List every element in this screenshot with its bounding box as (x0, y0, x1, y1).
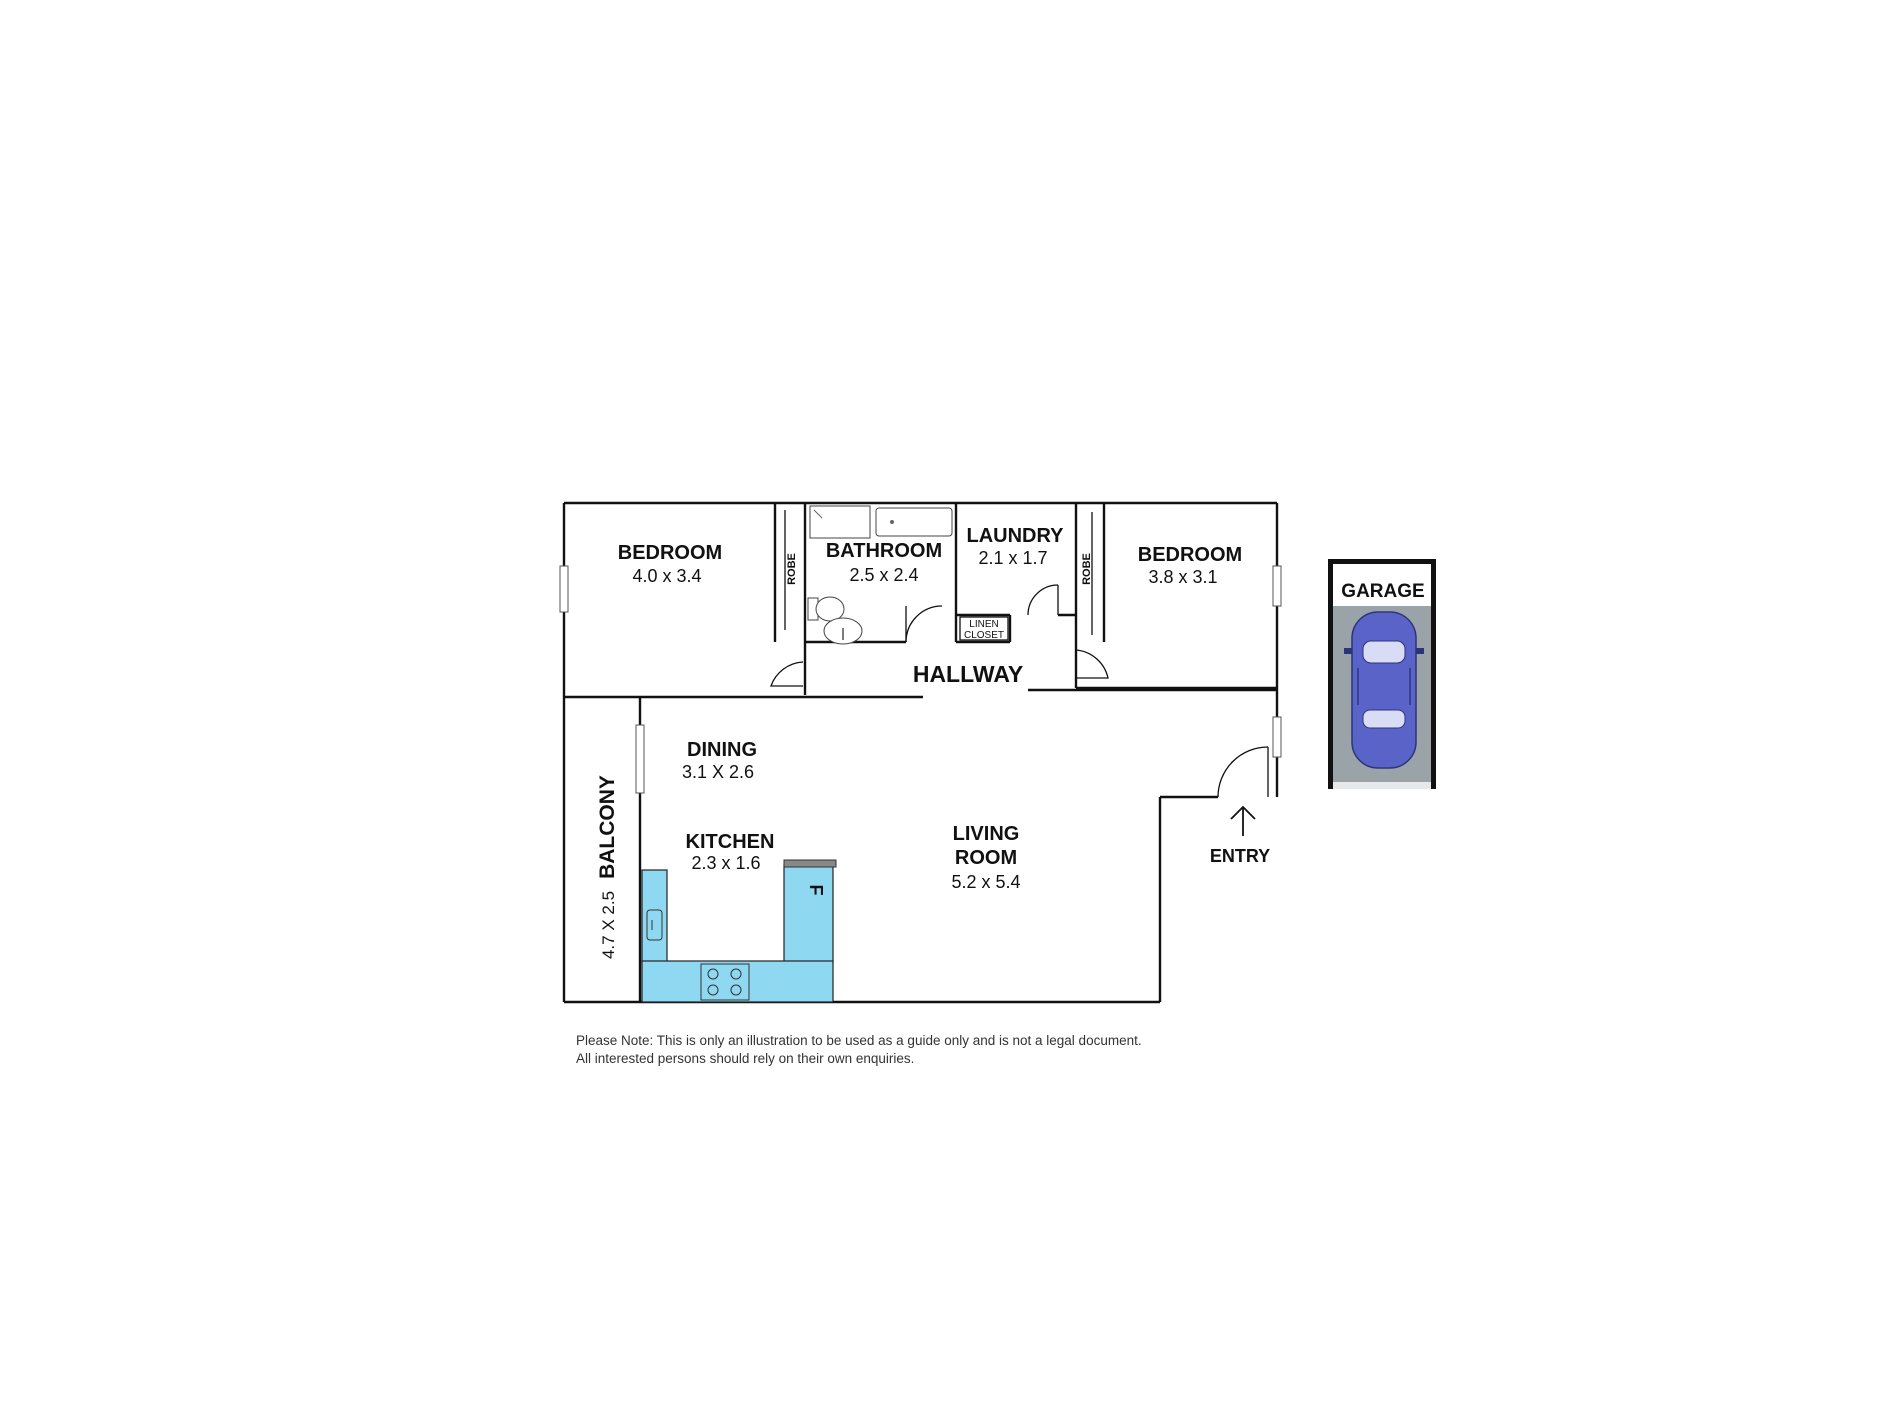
entry-label: ENTRY (1210, 846, 1270, 866)
living-label-line1: LIVING (953, 823, 1020, 845)
laundry-size: 2.1 x 1.7 (978, 548, 1047, 568)
dining-label: DINING (687, 739, 757, 761)
bathroom-size: 2.5 x 2.4 (849, 565, 918, 585)
bathroom-label: BATHROOM (826, 540, 942, 562)
room-labels: BEDROOM 4.0 x 3.4 ROBE BATHROOM 2.5 x 2.… (596, 525, 1425, 959)
linen-closet (959, 616, 1009, 641)
balcony-size: 4.7 X 2.5 (599, 891, 618, 959)
garage-label: GARAGE (1341, 581, 1424, 602)
linen-label: LINEN (969, 619, 998, 630)
robe-doors (784, 510, 1093, 635)
kitchen-benches (641, 859, 837, 1003)
robe2-label: ROBE (1081, 553, 1093, 585)
dining-size: 3.1 X 2.6 (682, 762, 754, 782)
fridge-label: F (806, 885, 826, 896)
hallway-label: HALLWAY (913, 661, 1023, 687)
balcony-label: BALCONY (596, 775, 619, 879)
windows (559, 565, 1282, 794)
disclaimer-line1: Please Note: This is only an illustratio… (576, 1033, 1142, 1048)
bedroom2-label: BEDROOM (1138, 544, 1242, 566)
bedroom1-label: BEDROOM (618, 542, 722, 564)
disclaimer-line2: All interested persons should rely on th… (576, 1051, 914, 1066)
living-label-line2: ROOM (955, 847, 1017, 869)
closet-label: CLOSET (964, 630, 1004, 641)
laundry-label: LAUNDRY (966, 525, 1064, 547)
bathroom-fixtures (807, 505, 953, 645)
entry-arrow-icon (1230, 805, 1256, 836)
kitchen-label: KITCHEN (686, 831, 775, 853)
bedroom1-size: 4.0 x 3.4 (632, 566, 701, 586)
living-size: 5.2 x 5.4 (951, 872, 1020, 892)
robe1-label: ROBE (786, 553, 798, 585)
bedroom2-size: 3.8 x 3.1 (1148, 567, 1217, 587)
kitchen-size: 2.3 x 1.6 (691, 853, 760, 873)
disclaimer: Please Note: This is only an illustratio… (576, 1033, 1142, 1066)
car-icon (1344, 611, 1424, 769)
doors (770, 584, 1269, 798)
garage (1328, 559, 1436, 789)
